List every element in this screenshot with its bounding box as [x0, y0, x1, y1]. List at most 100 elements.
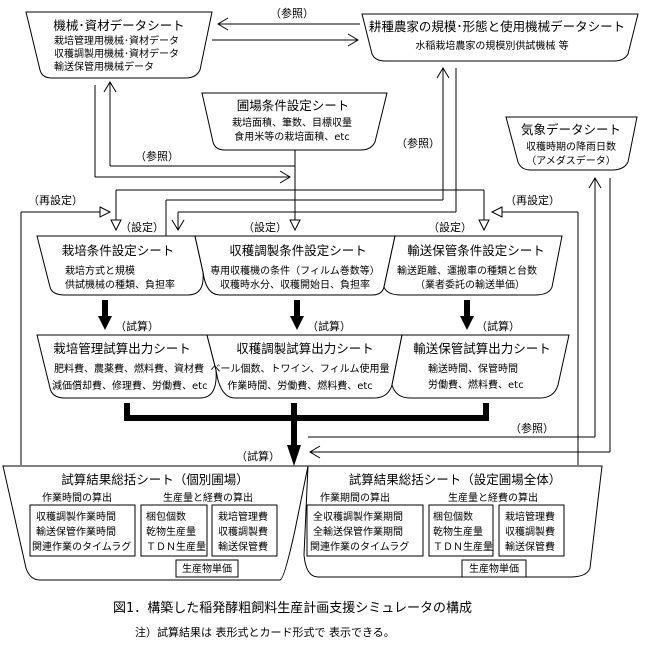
- summary-individual-section-cost: 生産量と経費の算出: [163, 491, 253, 504]
- sheet-farmer-data-line: 水稲栽培農家の規模別供試機械 等: [415, 39, 568, 52]
- label-calc-summary: （試算）: [236, 449, 280, 463]
- figure-caption: 図1．構築した稲発酵粗飼料生産計画支援シミュレータの構成: [113, 600, 472, 616]
- sheet-transport-output-line: 労働費、燃料費、etc: [428, 378, 524, 391]
- summary-all-time-item: 全輸送保管作業期間: [313, 525, 403, 538]
- arrowhead-open-up: [103, 81, 117, 93]
- summary-all-cost-box: [498, 504, 565, 557]
- summary-individual-production-item: ＴＤＮ生産量: [146, 540, 206, 553]
- connectors: [20, 17, 611, 466]
- label-calc-cultivation: （試算）: [115, 319, 159, 333]
- sheet-harvest-setting-line: 収穫時水分、収穫開始日、負担率: [220, 278, 370, 291]
- label-setting-cultivation: （設定）: [120, 220, 164, 234]
- sheet-harvest-output-shape: [206, 334, 403, 399]
- summary-individual-cost-box: [211, 504, 278, 557]
- sheet-field-setting-line: 食用米等の栽培面積、etc: [234, 130, 350, 143]
- summary-all-time-box: [306, 504, 424, 557]
- sheet-machine-data-title: 機械･資材データシート: [53, 18, 184, 33]
- sheet-harvest-output-line: ベール個数、トワイン、フィルム使用量: [211, 362, 390, 375]
- summary-individual-time-box: [29, 504, 136, 557]
- summary-all-production-box: [428, 504, 494, 557]
- sheet-summary-all-title: 試算結果総括シート（設定圃場全体）: [349, 472, 562, 487]
- sheet-weather-data-line: （アメダスデータ）: [526, 154, 616, 167]
- summary-individual-unit-price: 生産物単価: [182, 562, 232, 575]
- summary-individual-cost-item: 栽培管理費: [218, 510, 268, 523]
- calc-merge-bar: [124, 403, 489, 421]
- sheet-harvest-setting-line: 専用収穫機の条件（フィルム巻数等）: [210, 264, 380, 277]
- summary-individual-time-item: 輸送保管作業時間: [36, 525, 116, 538]
- label-setting-harvest: （設定）: [243, 220, 287, 234]
- summary-individual-production-item: 乾物生産量: [146, 525, 196, 538]
- summary-all-cost-item: 収穫調製費: [505, 525, 555, 538]
- summary-all-time-item: 全収穫調製作業期間: [313, 510, 403, 523]
- sheet-transport-output-title: 輸送保管試算出力シート: [413, 341, 551, 356]
- summary-individual-time-item: 関連作業のタイムラグ: [32, 540, 131, 553]
- arrowhead-hollow-down: [110, 219, 122, 232]
- sheet-harvest-setting-title: 収穫調製条件設定シート: [229, 243, 367, 258]
- arrowhead-solid-down: [290, 316, 304, 330]
- sheet-transport-setting-shape: [383, 235, 563, 296]
- sheet-cultivation-output-title: 栽培管理試算出力シート: [53, 341, 191, 356]
- summary-all-unit-price-box: [461, 559, 527, 578]
- arrowhead-solid-down: [98, 316, 112, 330]
- sheet-cultivation-output-line: 減価償却費、修理費、労働費、etc: [52, 379, 208, 392]
- summary-individual-production-box: [140, 504, 208, 557]
- label-resetting-left: （再設定）: [28, 193, 83, 207]
- sheet-weather-data-title: 気象データシート: [521, 122, 621, 137]
- sheet-cultivation-output-shape: [36, 334, 217, 399]
- arrowhead-open-up: [588, 177, 602, 189]
- arrowhead-open-right: [347, 33, 359, 47]
- sheet-cultivation-output-line: 肥料費、農薬費、燃料費、資材費: [54, 362, 204, 375]
- sheet-cultivation-setting-title: 栽培条件設定シート: [62, 243, 175, 258]
- sheet-transport-setting-title: 輸送保管条件設定シート: [407, 243, 545, 258]
- arrowhead-hollow-left: [490, 206, 503, 218]
- arrowhead-hollow-right: [99, 206, 112, 218]
- sheet-machine-data-line: 栽培管理用機械･資材データ: [54, 34, 179, 47]
- arrowhead-open-down: [171, 219, 185, 231]
- sheet-cultivation-setting-shape: [36, 235, 204, 296]
- summary-all-time-item: 関連作業のタイムラグ: [310, 540, 409, 553]
- summary-individual-production-item: 梱包個数: [146, 510, 186, 523]
- sheet-machine-data-shape: [25, 11, 213, 79]
- arrowhead-open-up: [436, 67, 450, 79]
- sheet-transport-output-line: 輸送時間、保管時間: [428, 362, 518, 375]
- label-resetting-right: （再設定）: [505, 193, 560, 207]
- sheet-transport-setting-line: （業者委託の輸送単価）: [415, 278, 525, 291]
- sheet-harvest-output-line: 作業時間、労働費、燃料費、etc: [227, 379, 373, 392]
- sheet-field-setting-line: 栽培面積、筆数、目標収量: [232, 116, 352, 129]
- summary-individual-unit-price-box: [175, 559, 239, 578]
- arrowhead-solid-down: [460, 316, 474, 330]
- label-reference-right: （参照）: [396, 136, 440, 150]
- sheet-harvest-output-title: 収穫調製試算出力シート: [236, 341, 374, 356]
- summary-all-production-item: ＴＤＮ生産量: [433, 540, 493, 553]
- sheet-transport-setting-line: 輸送距離、運搬車の種類と台数: [397, 264, 537, 277]
- sheet-weather-data-shape: [505, 116, 638, 171]
- label-calc-harvest: （試算）: [307, 319, 351, 333]
- sheet-weather-data-line: 収穫時期の降雨日数: [526, 140, 616, 153]
- sheet-field-setting-title: 圃場条件設定シート: [237, 98, 350, 113]
- summary-individual-section-time: 作業時間の算出: [42, 491, 112, 504]
- figure-note: 注）試算結果は 表形式とカード形式で 表示できる。: [135, 625, 395, 639]
- summary-all-cost-item: 輸送保管費: [505, 540, 555, 553]
- sheet-harvest-setting-shape: [194, 235, 396, 296]
- sheet-machine-data-line: 収穫調製用機械･資材データ: [54, 47, 179, 60]
- label-reference-left: （参照）: [135, 149, 179, 163]
- label-reference-top: （参照）: [270, 6, 314, 20]
- sheet-cultivation-setting-line: 供試機械の種類、負担率: [65, 278, 175, 291]
- arrowhead-hollow-down: [289, 219, 301, 232]
- summary-all-cost-item: 栽培管理費: [505, 510, 555, 523]
- sheet-cultivation-setting-line: 栽培方式と規模: [65, 264, 135, 277]
- arrowhead-open-left: [217, 17, 229, 31]
- sheet-farmer-data-title: 耕種農家の規模･形態と使用機械データシート: [369, 19, 625, 34]
- summary-individual-cost-item: 輸送保管費: [218, 540, 268, 553]
- arrowhead-open-left: [309, 445, 321, 459]
- sheet-machine-data-line: 輸送保管用機械データ: [54, 60, 154, 73]
- sheet-farmer-data-shape: [361, 13, 639, 62]
- label-reference-bottom: （参照）: [510, 421, 554, 435]
- arrowhead-hollow-down: [478, 219, 490, 232]
- sheet-summary-individual-title: 試算結果総括シート（個別圃場）: [61, 472, 249, 487]
- sheet-transport-output-shape: [391, 334, 570, 399]
- label-setting-transport: （設定）: [428, 220, 472, 234]
- arrowhead-open-right: [279, 170, 291, 184]
- summary-all-unit-price: 生産物単価: [469, 562, 519, 575]
